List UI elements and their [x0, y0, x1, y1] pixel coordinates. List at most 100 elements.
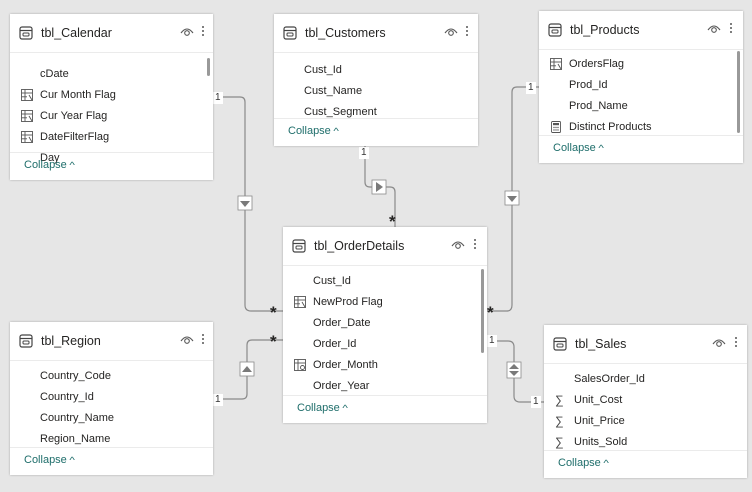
collapse-button[interactable]: Collapse^ — [283, 395, 487, 424]
sum-icon: ∑ — [555, 435, 564, 449]
field-name: Units_Sold — [574, 436, 628, 448]
collapse-button[interactable]: Collapse^ — [544, 450, 747, 479]
field-row[interactable]: Order_Date — [283, 313, 479, 334]
field-row[interactable]: cDate — [10, 64, 205, 85]
chevron-up-icon: ^ — [69, 160, 75, 170]
chevron-up-icon: ^ — [333, 126, 339, 136]
field-name: Cur Month Flag — [40, 89, 116, 101]
table-card-header[interactable]: tbl_OrderDetails — [283, 227, 487, 266]
collapse-button[interactable]: Collapse^ — [274, 118, 478, 147]
field-name: Prod_Name — [569, 100, 628, 112]
visibility-eye-icon[interactable] — [444, 26, 458, 38]
relationship-one-sales: 1 — [531, 396, 541, 408]
chevron-up-icon: ^ — [598, 143, 604, 153]
field-name: Day — [40, 152, 60, 164]
table-card-header[interactable]: tbl_Products — [539, 11, 743, 50]
field-row[interactable]: Order_Id — [283, 334, 479, 355]
collapse-button[interactable]: Collapse^ — [539, 135, 743, 164]
more-options-icon[interactable] — [200, 332, 206, 348]
field-name: cDate — [40, 68, 69, 80]
field-row[interactable]: Prod_Id — [539, 75, 735, 96]
relationship-one-products: 1 — [526, 82, 536, 94]
field-name: Country_Id — [40, 391, 94, 403]
field-row[interactable]: Prod_Name — [539, 96, 735, 117]
field-list-scrollbar[interactable] — [207, 58, 210, 76]
field-name: Order_Month — [313, 359, 378, 371]
visibility-eye-icon[interactable] — [712, 337, 726, 349]
table-card-header[interactable]: tbl_Region — [10, 322, 213, 361]
field-name: Prod_Id — [569, 79, 608, 91]
field-row[interactable]: Region_Name — [10, 429, 205, 450]
more-options-icon[interactable] — [728, 21, 734, 37]
table-icon — [283, 26, 297, 40]
collapse-label: Collapse — [24, 159, 67, 171]
field-row[interactable]: Day — [10, 148, 205, 165]
field-row[interactable]: ∑Unit_Price — [544, 411, 739, 432]
field-row[interactable]: Cur Year Flag — [10, 106, 205, 127]
field-name: Cust_Segment — [304, 106, 377, 118]
field-row[interactable]: Cust_Id — [283, 271, 479, 292]
field-list-scrollbar[interactable] — [481, 269, 484, 353]
more-options-icon[interactable] — [464, 24, 470, 40]
sum-icon: ∑ — [555, 393, 564, 407]
collapse-label: Collapse — [558, 457, 601, 469]
more-options-icon[interactable] — [200, 24, 206, 40]
table-card-sales[interactable]: tbl_Sales SalesOrder_Id∑Unit_Cost∑Unit_P… — [544, 325, 747, 478]
field-row[interactable]: OrdersFlag — [539, 54, 735, 75]
collapse-label: Collapse — [297, 402, 340, 414]
measure-icon — [551, 121, 561, 133]
field-list-scrollbar[interactable] — [737, 51, 740, 133]
visibility-eye-icon[interactable] — [707, 23, 721, 35]
visibility-eye-icon[interactable] — [180, 26, 194, 38]
field-row[interactable]: Order_Year — [283, 376, 479, 394]
collapse-button[interactable]: Collapse^ — [10, 152, 213, 181]
field-name: Unit_Cost — [574, 394, 623, 406]
field-row[interactable]: ∑ Units_Sold — [544, 432, 739, 451]
table-card-header[interactable]: tbl_Customers — [274, 14, 478, 53]
collapse-label: Collapse — [24, 454, 67, 466]
field-name: SalesOrder_Id — [574, 373, 645, 385]
field-row[interactable]: Cur Month Flag — [10, 85, 205, 106]
table-title: tbl_Products — [570, 23, 640, 37]
hierarchy-icon — [294, 359, 306, 371]
field-row[interactable]: Cust_Name — [274, 81, 470, 102]
field-name: NewProd Flag — [313, 296, 383, 308]
field-row[interactable]: NewProd Flag — [283, 292, 479, 313]
field-row[interactable]: Cust_Segment — [274, 102, 470, 123]
table-card-header[interactable]: tbl_Calendar — [10, 14, 213, 53]
field-row[interactable]: DateFilterFlag — [10, 127, 205, 148]
field-name: Country_Code — [40, 370, 111, 382]
table-card-header[interactable]: tbl_Sales — [544, 325, 747, 364]
field-row[interactable]: ∑ Unit_Cost — [544, 390, 739, 411]
field-row[interactable]: Country_Code — [10, 366, 205, 387]
more-options-icon[interactable] — [733, 335, 739, 351]
visibility-eye-icon[interactable] — [180, 334, 194, 346]
field-row[interactable]: Order_Month — [283, 355, 479, 376]
more-options-icon[interactable] — [472, 237, 478, 253]
field-list: SalesOrder_Id ∑ Unit_Cost ∑Unit_Price ∑ Units… — [544, 369, 739, 451]
collapse-label: Collapse — [288, 125, 331, 137]
table-title: tbl_Customers — [305, 26, 386, 40]
collapse-button[interactable]: Collapse^ — [10, 447, 213, 476]
field-name: Cur Year Flag — [40, 110, 108, 122]
field-name: Unit_Price — [574, 415, 625, 427]
table-title: tbl_Sales — [575, 337, 627, 351]
field-name: Region_Name — [40, 433, 111, 445]
visibility-eye-icon[interactable] — [451, 239, 465, 251]
field-row[interactable]: Cust_Id — [274, 60, 470, 81]
field-row[interactable]: Country_Id — [10, 387, 205, 408]
field-row[interactable]: Country_Name — [10, 408, 205, 429]
calculated-column-icon — [21, 89, 33, 101]
field-row[interactable]: SalesOrder_Id — [544, 369, 739, 390]
table-icon — [553, 337, 567, 351]
field-row[interactable]: Distinct Products — [539, 117, 735, 138]
